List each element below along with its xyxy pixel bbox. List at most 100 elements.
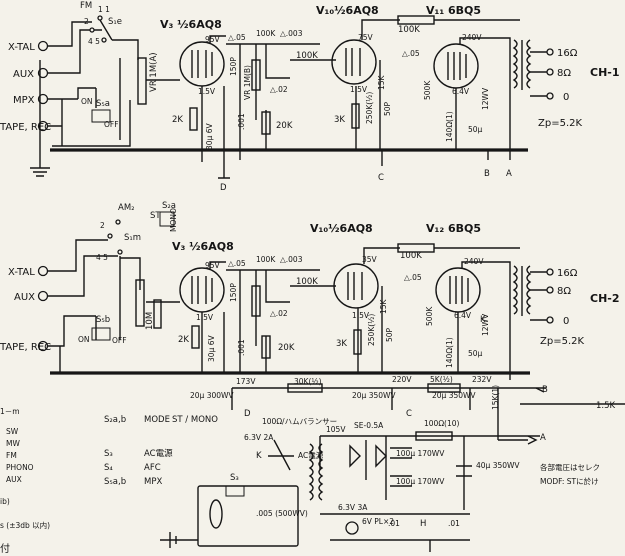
legend-sym-2: S₄: [104, 463, 113, 473]
legend-left-6: ib): [0, 497, 10, 506]
jack-aux-1[interactable]: [37, 67, 49, 79]
tone-pot-2[interactable]: [251, 285, 261, 317]
k-2: K: [480, 315, 486, 325]
legend-left-3: FM: [6, 451, 17, 460]
tube-v10-ch1: [331, 39, 377, 85]
r100k-a-2: 100K: [256, 255, 276, 264]
se: SE-0.5A: [354, 421, 384, 430]
c150p-1: 150P: [229, 57, 238, 76]
r100k-b-1: 100K: [296, 51, 318, 61]
out-8-2: 8Ω: [557, 286, 571, 297]
r3k-1: 3K: [334, 115, 345, 125]
v35-2: 35V: [362, 255, 378, 264]
c01b: .01: [448, 519, 460, 528]
c001-2: .001: [237, 339, 246, 356]
switch2-contact-a[interactable]: [115, 219, 121, 225]
supply-h: H: [420, 519, 426, 529]
zp-1: Zp=5.2K: [538, 118, 582, 129]
out-b-1: B: [484, 169, 490, 179]
out-0-1: 0: [563, 92, 569, 103]
r10m-2: 10M: [145, 312, 155, 330]
switch-s3: S₃: [230, 473, 239, 483]
input-mpx-1: MPX: [13, 95, 35, 106]
switch-contact-b[interactable]: [89, 27, 95, 33]
v105: 105V: [326, 425, 346, 434]
jack-tape-2[interactable]: [37, 340, 49, 352]
legend-left-5: AUX: [6, 475, 22, 484]
res-100k-fb-1: [397, 15, 435, 25]
fuse-icon: [209, 499, 223, 529]
res-2k-1: [189, 107, 198, 131]
switch-s2a-body[interactable]: [159, 211, 175, 227]
jack-xtal-1[interactable]: [37, 40, 49, 52]
switch-pos-2: 2: [84, 17, 89, 26]
legend-name-3: MPX: [144, 477, 162, 487]
v12wv-1: 12WV: [481, 87, 490, 110]
c20u-b: 20μ 350WV: [352, 391, 396, 400]
jack-tape-1[interactable]: [37, 120, 49, 132]
c50u-2: 50μ: [468, 349, 483, 358]
supply-k: K: [256, 451, 262, 461]
out-0-jack-1[interactable]: [546, 92, 554, 100]
r20k-2: 20K: [278, 343, 295, 353]
jack-xtal-2[interactable]: [37, 265, 49, 277]
note-2: MODF: STに於け: [540, 476, 599, 486]
out-16-jack-2[interactable]: [546, 268, 554, 276]
tube-v10-label-1: V₁₀½6AQ8: [316, 4, 379, 17]
c100u-b: 100μ 170WV: [396, 477, 445, 486]
r100k-c-2: 100K: [400, 251, 422, 261]
heater-1: 6.3V 2A: [244, 433, 274, 442]
v173: 173V: [236, 377, 256, 386]
out-0-jack-2[interactable]: [546, 316, 554, 324]
c005a-1: △.05: [228, 33, 246, 42]
res-2k-2: [191, 325, 200, 349]
jack-mpx-1[interactable]: [37, 93, 49, 105]
volume-pot-2[interactable]: [135, 279, 145, 327]
switch-s1m: S₁m: [124, 233, 141, 243]
zp-2: Zp=5.2K: [540, 336, 584, 347]
volume-pot-1[interactable]: [137, 57, 147, 105]
c30u-1: 30μ 6V: [205, 123, 214, 150]
switch-s3-body[interactable]: [225, 485, 245, 497]
r500k-2: 500K: [425, 306, 434, 326]
note-1: 各部電圧はセレク: [540, 462, 600, 472]
input-xtal-1: X-TAL: [8, 42, 35, 53]
switch-contact-c[interactable]: [101, 37, 107, 43]
c005b-1: △.05: [402, 49, 420, 58]
r140-2: 140Ω(1): [445, 337, 454, 368]
switch2-contact-c[interactable]: [117, 249, 123, 255]
switch2-contact-b[interactable]: [107, 233, 113, 239]
switch-s1e: S₁e: [108, 17, 122, 27]
switch-s5b-body[interactable]: [91, 327, 111, 341]
switch-s5a-body[interactable]: [91, 109, 111, 123]
tube-v10-ch2: [333, 263, 379, 309]
switch-fm: FM: [80, 1, 92, 11]
v64-2: 6.4V: [454, 311, 472, 320]
v95-2: 95V: [205, 261, 221, 270]
v220: 220V: [392, 375, 412, 384]
res-100-10: [415, 431, 453, 441]
c005b-2: △.05: [404, 273, 422, 282]
legend-left-4: PHONO: [6, 463, 34, 472]
output-transformer-1: [512, 39, 532, 89]
switch-contact-a[interactable]: [97, 15, 103, 21]
v15-1: 1.5V: [198, 87, 216, 96]
res-5k: [427, 383, 461, 393]
tone-pot-1[interactable]: [251, 59, 261, 91]
r30k: 30K(½): [294, 377, 322, 386]
legend-val-0: ST / MONO: [172, 415, 218, 425]
ac-plug-icon: [160, 532, 198, 548]
legend-left-7: s (±3db 以内): [0, 520, 50, 530]
pilot-label: 6V PL×2: [362, 517, 394, 526]
out-8-jack-1[interactable]: [546, 68, 554, 76]
c005: .005 (500WV): [256, 509, 308, 518]
legend-left-2: MW: [6, 439, 20, 448]
supply-out-b: B: [542, 385, 548, 395]
tube-v10-label-2: V₁₀½6AQ8: [310, 222, 373, 235]
switch2-pos-45: 4 5: [96, 253, 108, 262]
out-16-jack-1[interactable]: [546, 48, 554, 56]
out-16-1: 16Ω: [557, 48, 578, 59]
out-8-jack-2[interactable]: [546, 286, 554, 294]
c002-1: △.02: [270, 85, 288, 94]
jack-aux-2[interactable]: [37, 290, 49, 302]
